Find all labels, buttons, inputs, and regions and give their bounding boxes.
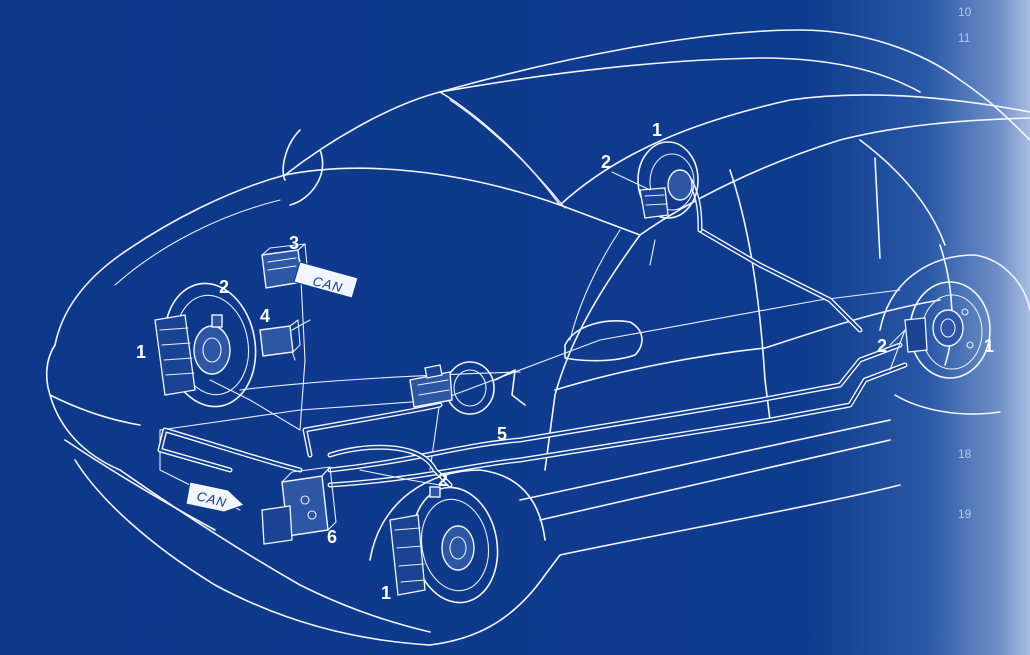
callout-control-unit: 3 xyxy=(289,233,299,253)
front-right-brake xyxy=(389,486,499,604)
svg-text:10: 10 xyxy=(958,5,972,19)
can-arrow-lower: CAN xyxy=(185,481,245,513)
svg-text:11: 11 xyxy=(958,31,971,45)
ghost-marks: 10 11 18 19 xyxy=(958,5,972,521)
callout-front-left-sensor: 2 xyxy=(219,277,229,297)
brake-lines xyxy=(157,177,908,488)
callout-rear-right-wheel: 1 xyxy=(984,336,994,356)
sensor-wiring xyxy=(209,229,906,486)
svg-text:18: 18 xyxy=(958,447,972,461)
svg-text:19: 19 xyxy=(958,507,972,521)
callout-rear-left-wheel: 1 xyxy=(652,120,662,140)
hydraulic-unit xyxy=(261,466,337,545)
callout-rear-left-sensor: 2 xyxy=(601,152,611,172)
callout-front-right-wheel: 1 xyxy=(381,583,391,603)
front-left-brake xyxy=(154,282,257,408)
can-label-upper: CAN xyxy=(311,273,344,295)
brake-booster xyxy=(409,361,495,415)
yaw-rate-sensor xyxy=(259,319,311,357)
callout-hydraulic-unit: 6 xyxy=(327,527,337,547)
callout-rear-right-sensor: 2 xyxy=(877,336,887,356)
rear-left-brake xyxy=(637,141,699,219)
callout-brake-booster: 5 xyxy=(497,424,507,444)
can-arrow-upper: CAN xyxy=(293,261,359,299)
callout-front-right-sensor: 2 xyxy=(438,470,448,490)
rear-right-brake xyxy=(904,281,991,379)
can-label-lower: CAN xyxy=(195,488,228,510)
callout-yaw-sensor: 4 xyxy=(260,306,270,326)
callouts: 1 2 3 2 4 1 5 2 6 1 2 1 xyxy=(136,120,994,603)
callout-front-left-wheel: 1 xyxy=(136,342,146,362)
